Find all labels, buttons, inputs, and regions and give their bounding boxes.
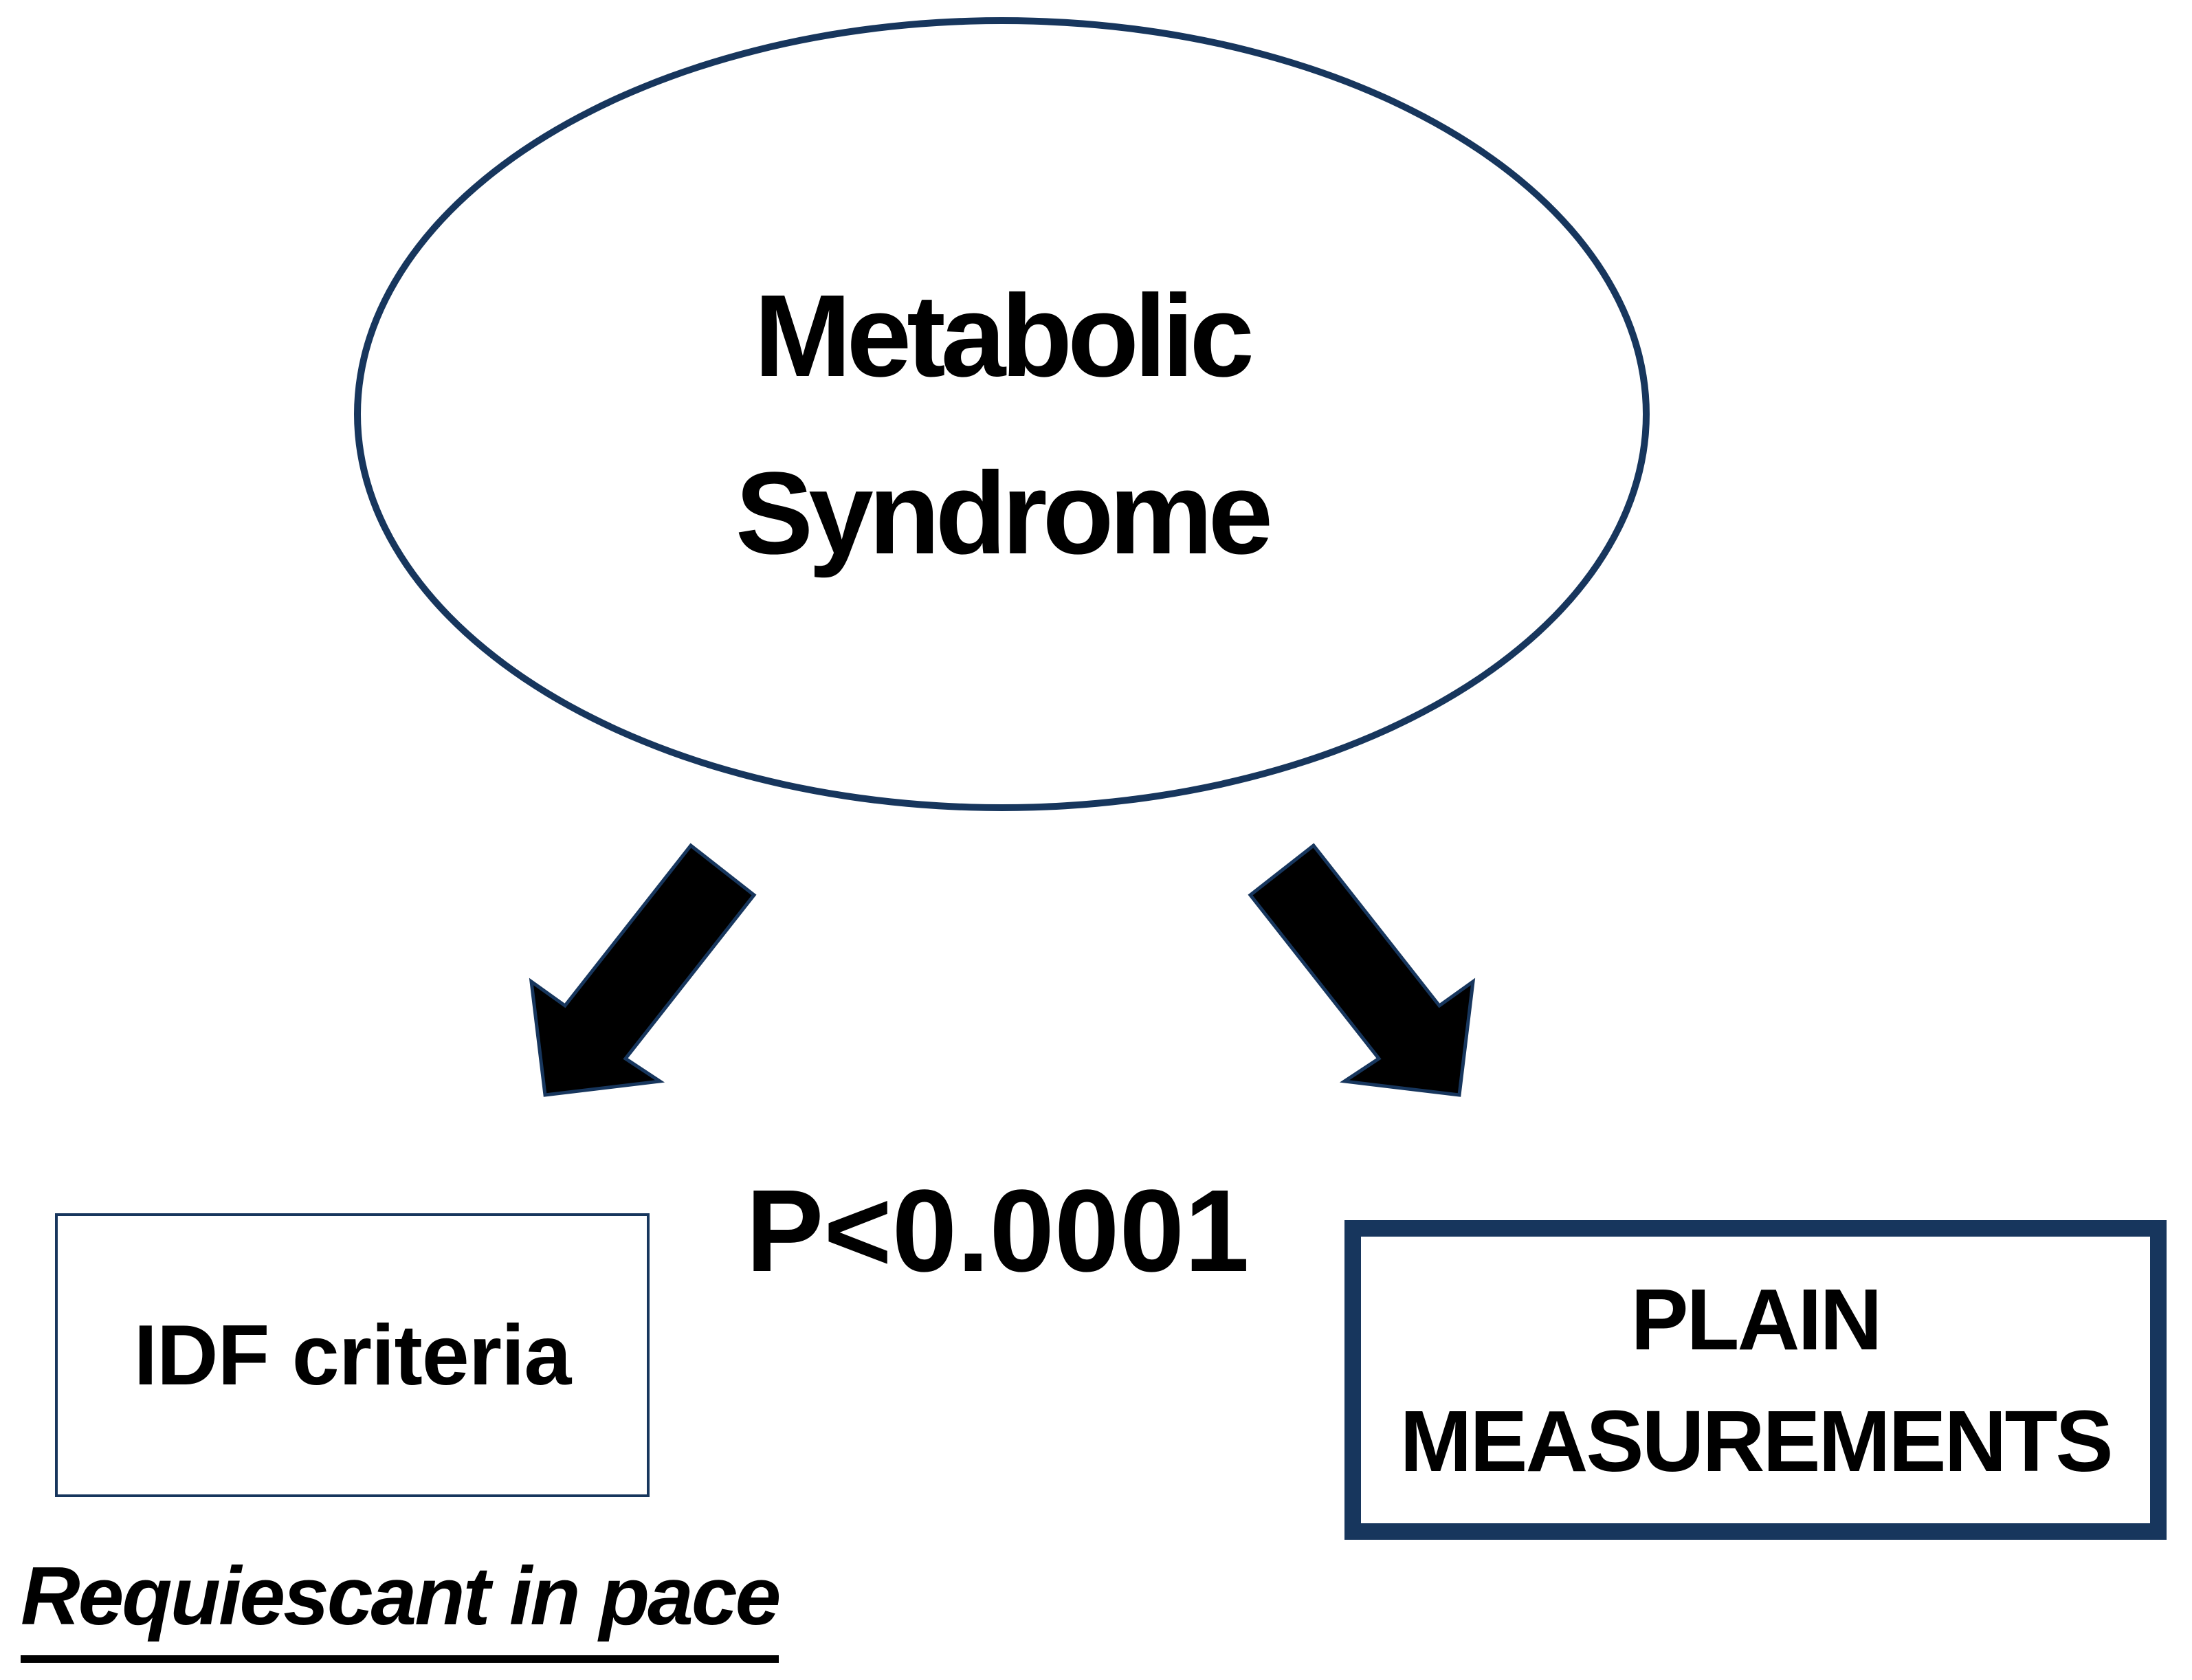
footer-caption: Requiescant in pace <box>21 1555 781 1663</box>
metabolic-syndrome-ellipse: Metabolic Syndrome <box>354 17 1650 811</box>
p-value-label: P<0.0001 <box>746 1166 1250 1296</box>
idf-criteria-label: IDF criteria <box>133 1307 572 1403</box>
ellipse-label-line2: Syndrome <box>735 447 1273 579</box>
ellipse-label-line1: Metabolic <box>753 270 1254 401</box>
plain-measurements-label-line1: PLAIN <box>1630 1270 1883 1368</box>
plain-measurements-box: PLAIN MEASUREMENTS <box>1344 1220 2167 1540</box>
down-left-arrow-icon <box>529 843 757 1097</box>
idf-criteria-box: IDF criteria <box>55 1213 650 1497</box>
plain-measurements-label-line2: MEASUREMENTS <box>1399 1392 2113 1490</box>
down-right-arrow-icon <box>1248 843 1476 1097</box>
